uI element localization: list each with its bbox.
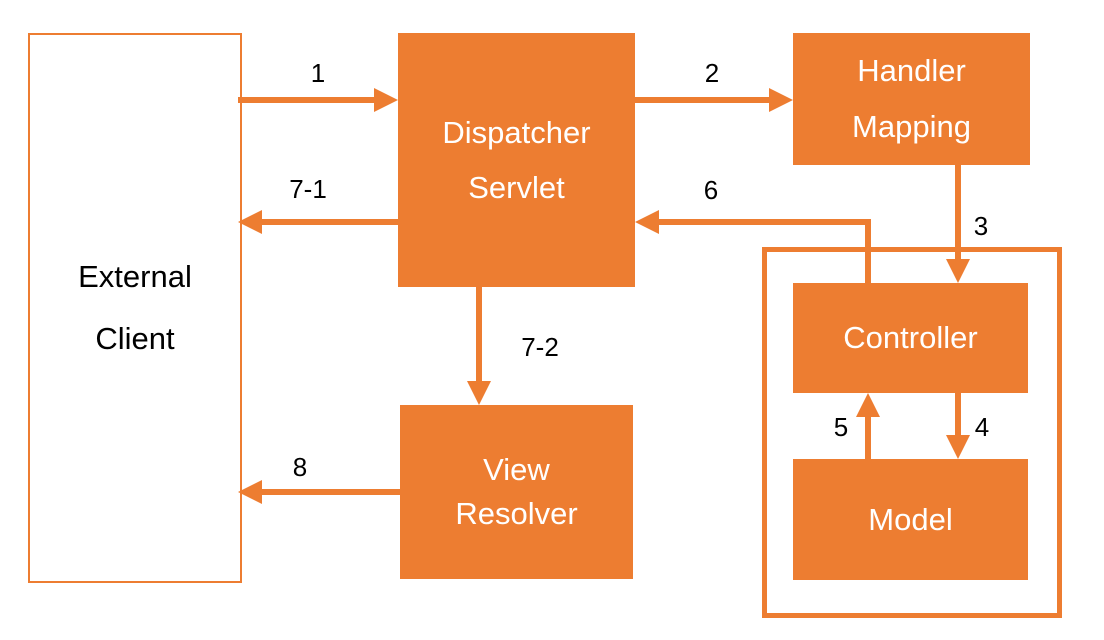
arrow-6-label: 6	[703, 175, 719, 205]
arrow-shaft	[955, 393, 961, 435]
arrow-head	[238, 480, 262, 504]
arrow-head	[856, 393, 880, 417]
arrow-shaft	[635, 97, 769, 103]
arrow-2-label: 2	[704, 58, 720, 88]
handler-mapping-node: Handler Mapping	[793, 33, 1030, 165]
node-label-line: Client	[95, 321, 175, 356]
controller-node: Controller	[793, 283, 1028, 393]
arrow-head	[946, 259, 970, 283]
arrow-shaft	[865, 222, 871, 283]
controller-model-group-box	[762, 247, 1062, 618]
arrow-head	[467, 381, 491, 405]
arrow-4-label: 4	[974, 412, 990, 442]
node-label-line: Handler	[857, 53, 966, 89]
arrow-head	[238, 210, 262, 234]
arrow-shaft	[260, 489, 400, 495]
node-label-line: Resolver	[455, 496, 578, 531]
external-client-node: External Client	[28, 33, 242, 583]
arrow-7-1-label: 7-1	[289, 174, 327, 204]
node-label-line: Dispatcher	[442, 114, 591, 150]
node-label-line: Mapping	[852, 109, 971, 144]
arrow-shaft	[657, 219, 871, 225]
arrow-head	[374, 88, 398, 112]
arrow-shaft	[476, 287, 482, 381]
node-label-line: Controller	[843, 320, 978, 356]
model-node: Model	[793, 459, 1028, 580]
arrow-shaft	[260, 219, 398, 225]
node-label-line: View	[483, 452, 550, 488]
arrow-head	[946, 435, 970, 459]
arrow-shaft	[238, 97, 374, 103]
node-label-line: External	[78, 259, 192, 295]
arrow-head	[769, 88, 793, 112]
arrow-8-label: 8	[292, 452, 308, 482]
arrow-3-label: 3	[973, 211, 989, 241]
node-label-line: Model	[868, 501, 953, 537]
dispatcher-servlet-node: Dispatcher Servlet	[398, 33, 635, 287]
view-resolver-node: View Resolver	[400, 405, 633, 579]
arrow-1-label: 1	[310, 58, 326, 88]
node-label-line: Servlet	[468, 169, 565, 205]
arrow-shaft	[865, 417, 871, 459]
arrow-head	[635, 210, 659, 234]
arrow-7-2-label: 7-2	[521, 332, 559, 362]
arrow-5-label: 5	[833, 412, 849, 442]
arrow-shaft	[955, 165, 961, 259]
